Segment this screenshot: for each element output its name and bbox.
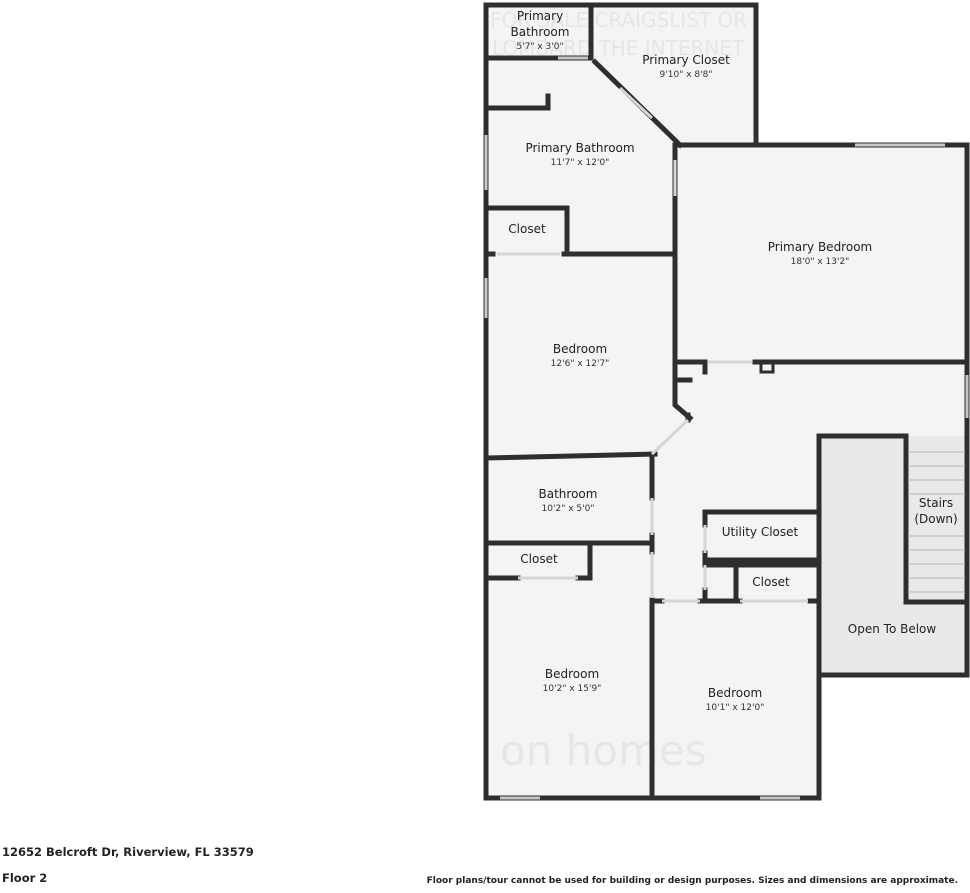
open-to-below-area	[819, 436, 967, 674]
room-closet-left: Closet	[520, 552, 558, 566]
room-primary-bathroom: Primary Bathroom	[525, 141, 634, 155]
room-bedroom-left-dim: 10'2" x 15'9"	[543, 684, 602, 694]
room-bathroom: Bathroom	[539, 487, 598, 501]
room-open-to-below: Open To Below	[848, 622, 937, 636]
property-address: 12652 Belcroft Dr, Riverview, FL 33579	[2, 845, 254, 859]
room-closet-right: Closet	[752, 575, 790, 589]
windows	[484, 56, 969, 800]
room-stairs-line2: (Down)	[914, 512, 957, 526]
door-openings	[497, 86, 808, 603]
room-bedroom-left: Bedroom	[545, 667, 599, 681]
room-labels: Primary Bathroom 5'7" x 3'0" Primary Clo…	[508, 9, 957, 713]
floor-label: Floor 2	[2, 871, 48, 885]
room-bedroom-mid-dim: 12'6" x 12'7"	[551, 359, 610, 369]
room-closet-top: Closet	[508, 222, 546, 236]
watermark-bottom: on homes	[500, 726, 707, 775]
room-primary-bathroom-dim: 11'7" x 12'0"	[551, 158, 610, 168]
room-bedroom-right-dim: 10'1" x 12'0"	[706, 703, 765, 713]
room-stairs-line1: Stairs	[919, 496, 953, 510]
disclaimer: Floor plans/tour cannot be used for buil…	[426, 876, 958, 886]
room-bedroom-mid: Bedroom	[553, 342, 607, 356]
room-primary-closet: Primary Closet	[642, 53, 730, 67]
watermark-top: FOR SALE CRAIGSLIST OR	[490, 8, 747, 32]
room-primary-bathroom-small-line2: Bathroom	[511, 25, 570, 39]
room-primary-bathroom-small-dim: 5'7" x 3'0"	[516, 42, 563, 52]
room-primary-bedroom: Primary Bedroom	[768, 240, 872, 254]
stairs	[908, 451, 965, 593]
room-primary-bathroom-small-line1: Primary	[517, 9, 563, 23]
room-bathroom-dim: 10'2" x 5'0"	[542, 504, 595, 514]
room-utility-closet: Utility Closet	[722, 525, 799, 539]
room-primary-closet-dim: 9'10" x 8'8"	[660, 70, 713, 80]
room-bedroom-right: Bedroom	[708, 686, 762, 700]
room-primary-bedroom-dim: 18'0" x 13'2"	[791, 257, 850, 267]
